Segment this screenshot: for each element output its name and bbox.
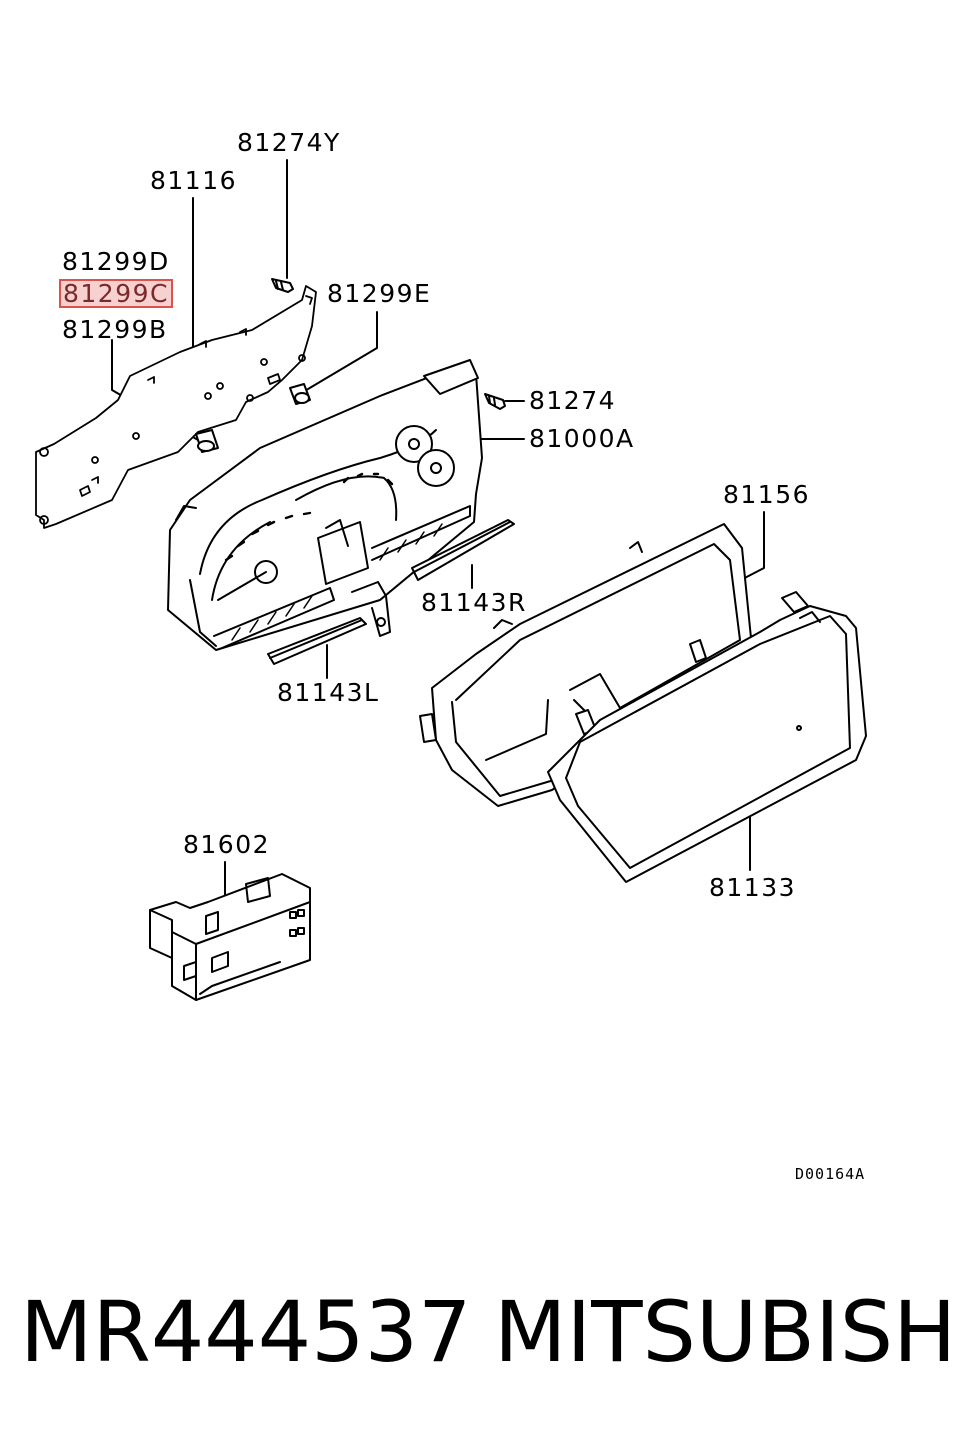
callout-81000A: 81000A: [529, 424, 635, 453]
callout-81274: 81274: [529, 386, 617, 415]
callout-81274Y: 81274Y: [237, 128, 341, 157]
callout-81299C-highlighted[interactable]: 81299C: [59, 279, 173, 308]
trip-meter-unit-81602: [149, 873, 311, 1001]
diagram-code: D00164A: [795, 1165, 866, 1183]
callout-81143L: 81143L: [277, 678, 380, 707]
part-number: MR444537: [20, 1283, 472, 1381]
callout-81299B: 81299B: [62, 315, 168, 344]
brand-name: MITSUBISHI: [494, 1283, 960, 1381]
bulb-81299B: [195, 429, 219, 453]
bulb-81299E: [289, 383, 311, 405]
callout-81299E: 81299E: [327, 279, 432, 308]
screw-81274Y: [271, 278, 294, 293]
callout-81143R: 81143R: [421, 588, 527, 617]
callout-81602: 81602: [183, 830, 271, 859]
screw-81274: [484, 393, 506, 410]
circuit-board-81116: [35, 285, 317, 529]
lens-strip-81143L: [267, 617, 367, 665]
lens-strip-81143R: [411, 519, 515, 581]
callout-81156: 81156: [723, 480, 811, 509]
callout-81116: 81116: [150, 166, 238, 195]
callout-81133: 81133: [709, 873, 797, 902]
window-plate-81133: [547, 591, 867, 883]
instrument-cluster-81000A: [167, 359, 483, 651]
callout-81299D: 81299D: [62, 247, 170, 276]
